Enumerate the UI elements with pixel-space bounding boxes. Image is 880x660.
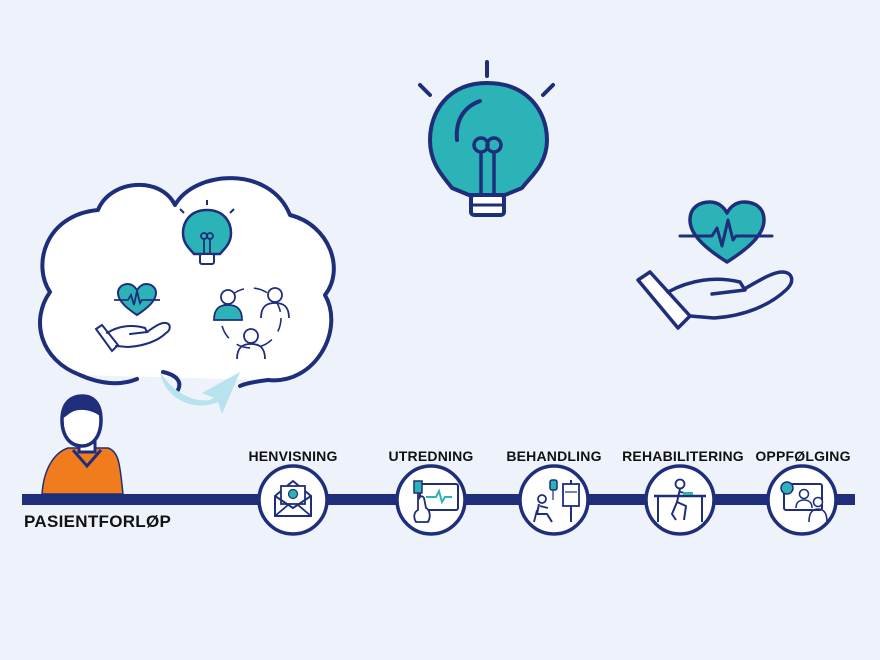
thought-cloud bbox=[38, 176, 336, 414]
stage-label-oppfolging: OPPFØLGING bbox=[755, 448, 851, 464]
iv-drip-patient-icon bbox=[533, 479, 580, 523]
stage-label-rehabilitering: REHABILITERING bbox=[622, 448, 744, 464]
patient-avatar bbox=[41, 394, 124, 495]
people-network-icon bbox=[213, 287, 290, 360]
lightbulb-icon bbox=[179, 200, 235, 265]
stage-label-utredning: UTREDNING bbox=[388, 448, 474, 464]
heart-in-hand-icon bbox=[636, 200, 794, 330]
heart-in-hand-icon bbox=[94, 282, 171, 353]
video-consultation-icon bbox=[780, 481, 828, 523]
stage-rehabilitering-icon bbox=[644, 464, 716, 536]
stage-henvisning-icon bbox=[257, 464, 329, 536]
monitor-touch-icon bbox=[413, 480, 459, 523]
stage-label-behandling: BEHANDLING bbox=[506, 448, 602, 464]
journey-title: PASIENTFORLØP bbox=[24, 512, 172, 531]
envelope-icon bbox=[274, 479, 312, 517]
stage-behandling-icon bbox=[518, 464, 590, 536]
stage-utredning-icon bbox=[395, 464, 467, 536]
stage-label-henvisning: HENVISNING bbox=[248, 448, 338, 464]
stage-oppfolging-icon bbox=[766, 464, 838, 536]
lightbulb-icon bbox=[418, 60, 555, 217]
workout-desk-icon bbox=[654, 478, 706, 522]
